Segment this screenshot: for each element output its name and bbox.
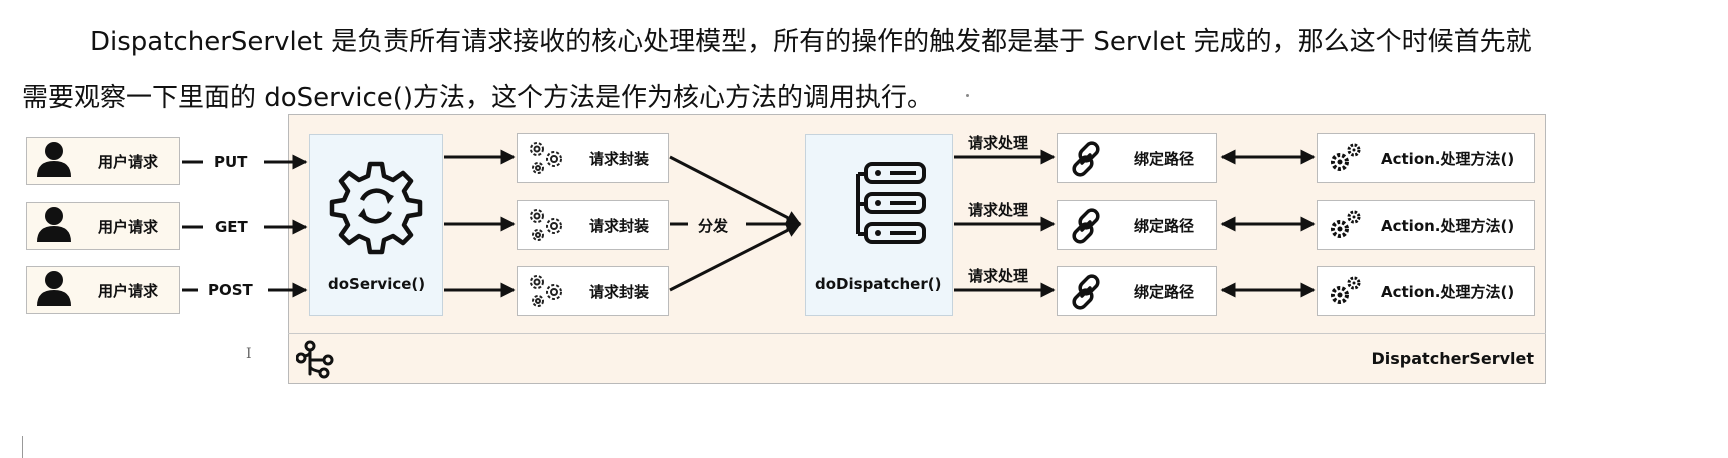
network-icon [296, 340, 334, 379]
text-cursor-line [22, 436, 23, 458]
user-request-label: 用户请求 [98, 282, 159, 300]
container-divider [288, 333, 1546, 334]
http-method-label: GET [215, 218, 248, 236]
paragraph-line-1: DispatcherServlet 是负责所有请求接收的核心处理模型，所有的操作… [90, 27, 1532, 57]
bind-path-label: 绑定路径 [1134, 283, 1195, 301]
stray-dot [966, 94, 969, 97]
request-wrap-box [517, 266, 669, 316]
do-dispatcher-label: doDispatcher() [815, 275, 942, 293]
dispatch-label: 分发 [698, 217, 729, 235]
http-method-label: POST [208, 281, 253, 299]
cogs-icon [1331, 210, 1361, 238]
request-wrap-box [517, 133, 669, 183]
text-cursor-mark: I [246, 346, 252, 362]
action-box [1317, 200, 1535, 250]
server-stack-icon [856, 162, 926, 244]
action-label: Action.处理方法() [1381, 217, 1515, 235]
container-label: DispatcherServlet [1371, 349, 1534, 368]
link-icon [1072, 141, 1100, 177]
action-label: Action.处理方法() [1381, 150, 1515, 168]
do-service-label: doService() [328, 275, 426, 293]
bind-path-label: 绑定路径 [1134, 150, 1195, 168]
paragraph-line-2: 需要观察一下里面的 doService()方法，这个方法是作为核心方法的调用执行… [22, 83, 934, 113]
gears-icon [530, 275, 562, 307]
link-icon [1072, 274, 1100, 310]
request-wrap-label: 请求封装 [589, 150, 650, 168]
user-icon [37, 271, 71, 306]
request-wrap-label: 请求封装 [589, 217, 650, 235]
gears-icon [530, 142, 562, 174]
user-icon [37, 142, 71, 177]
cogs-icon [1331, 143, 1361, 171]
link-icon [1072, 208, 1100, 244]
user-icon [37, 207, 71, 242]
gear-sync-icon [329, 161, 423, 255]
request-wrap-label: 请求封装 [589, 283, 650, 301]
request-handle-label: 请求处理 [968, 201, 1029, 219]
request-wrap-box [517, 200, 669, 250]
action-box [1317, 266, 1535, 316]
user-request-label: 用户请求 [98, 153, 159, 171]
user-request-label: 用户请求 [98, 218, 159, 236]
action-label: Action.处理方法() [1381, 283, 1515, 301]
request-handle-label: 请求处理 [968, 134, 1029, 152]
gears-icon [530, 209, 562, 241]
http-method-label: PUT [214, 153, 248, 171]
request-handle-label: 请求处理 [968, 267, 1029, 285]
bind-path-label: 绑定路径 [1134, 217, 1195, 235]
cogs-icon [1331, 276, 1361, 304]
action-box [1317, 133, 1535, 183]
